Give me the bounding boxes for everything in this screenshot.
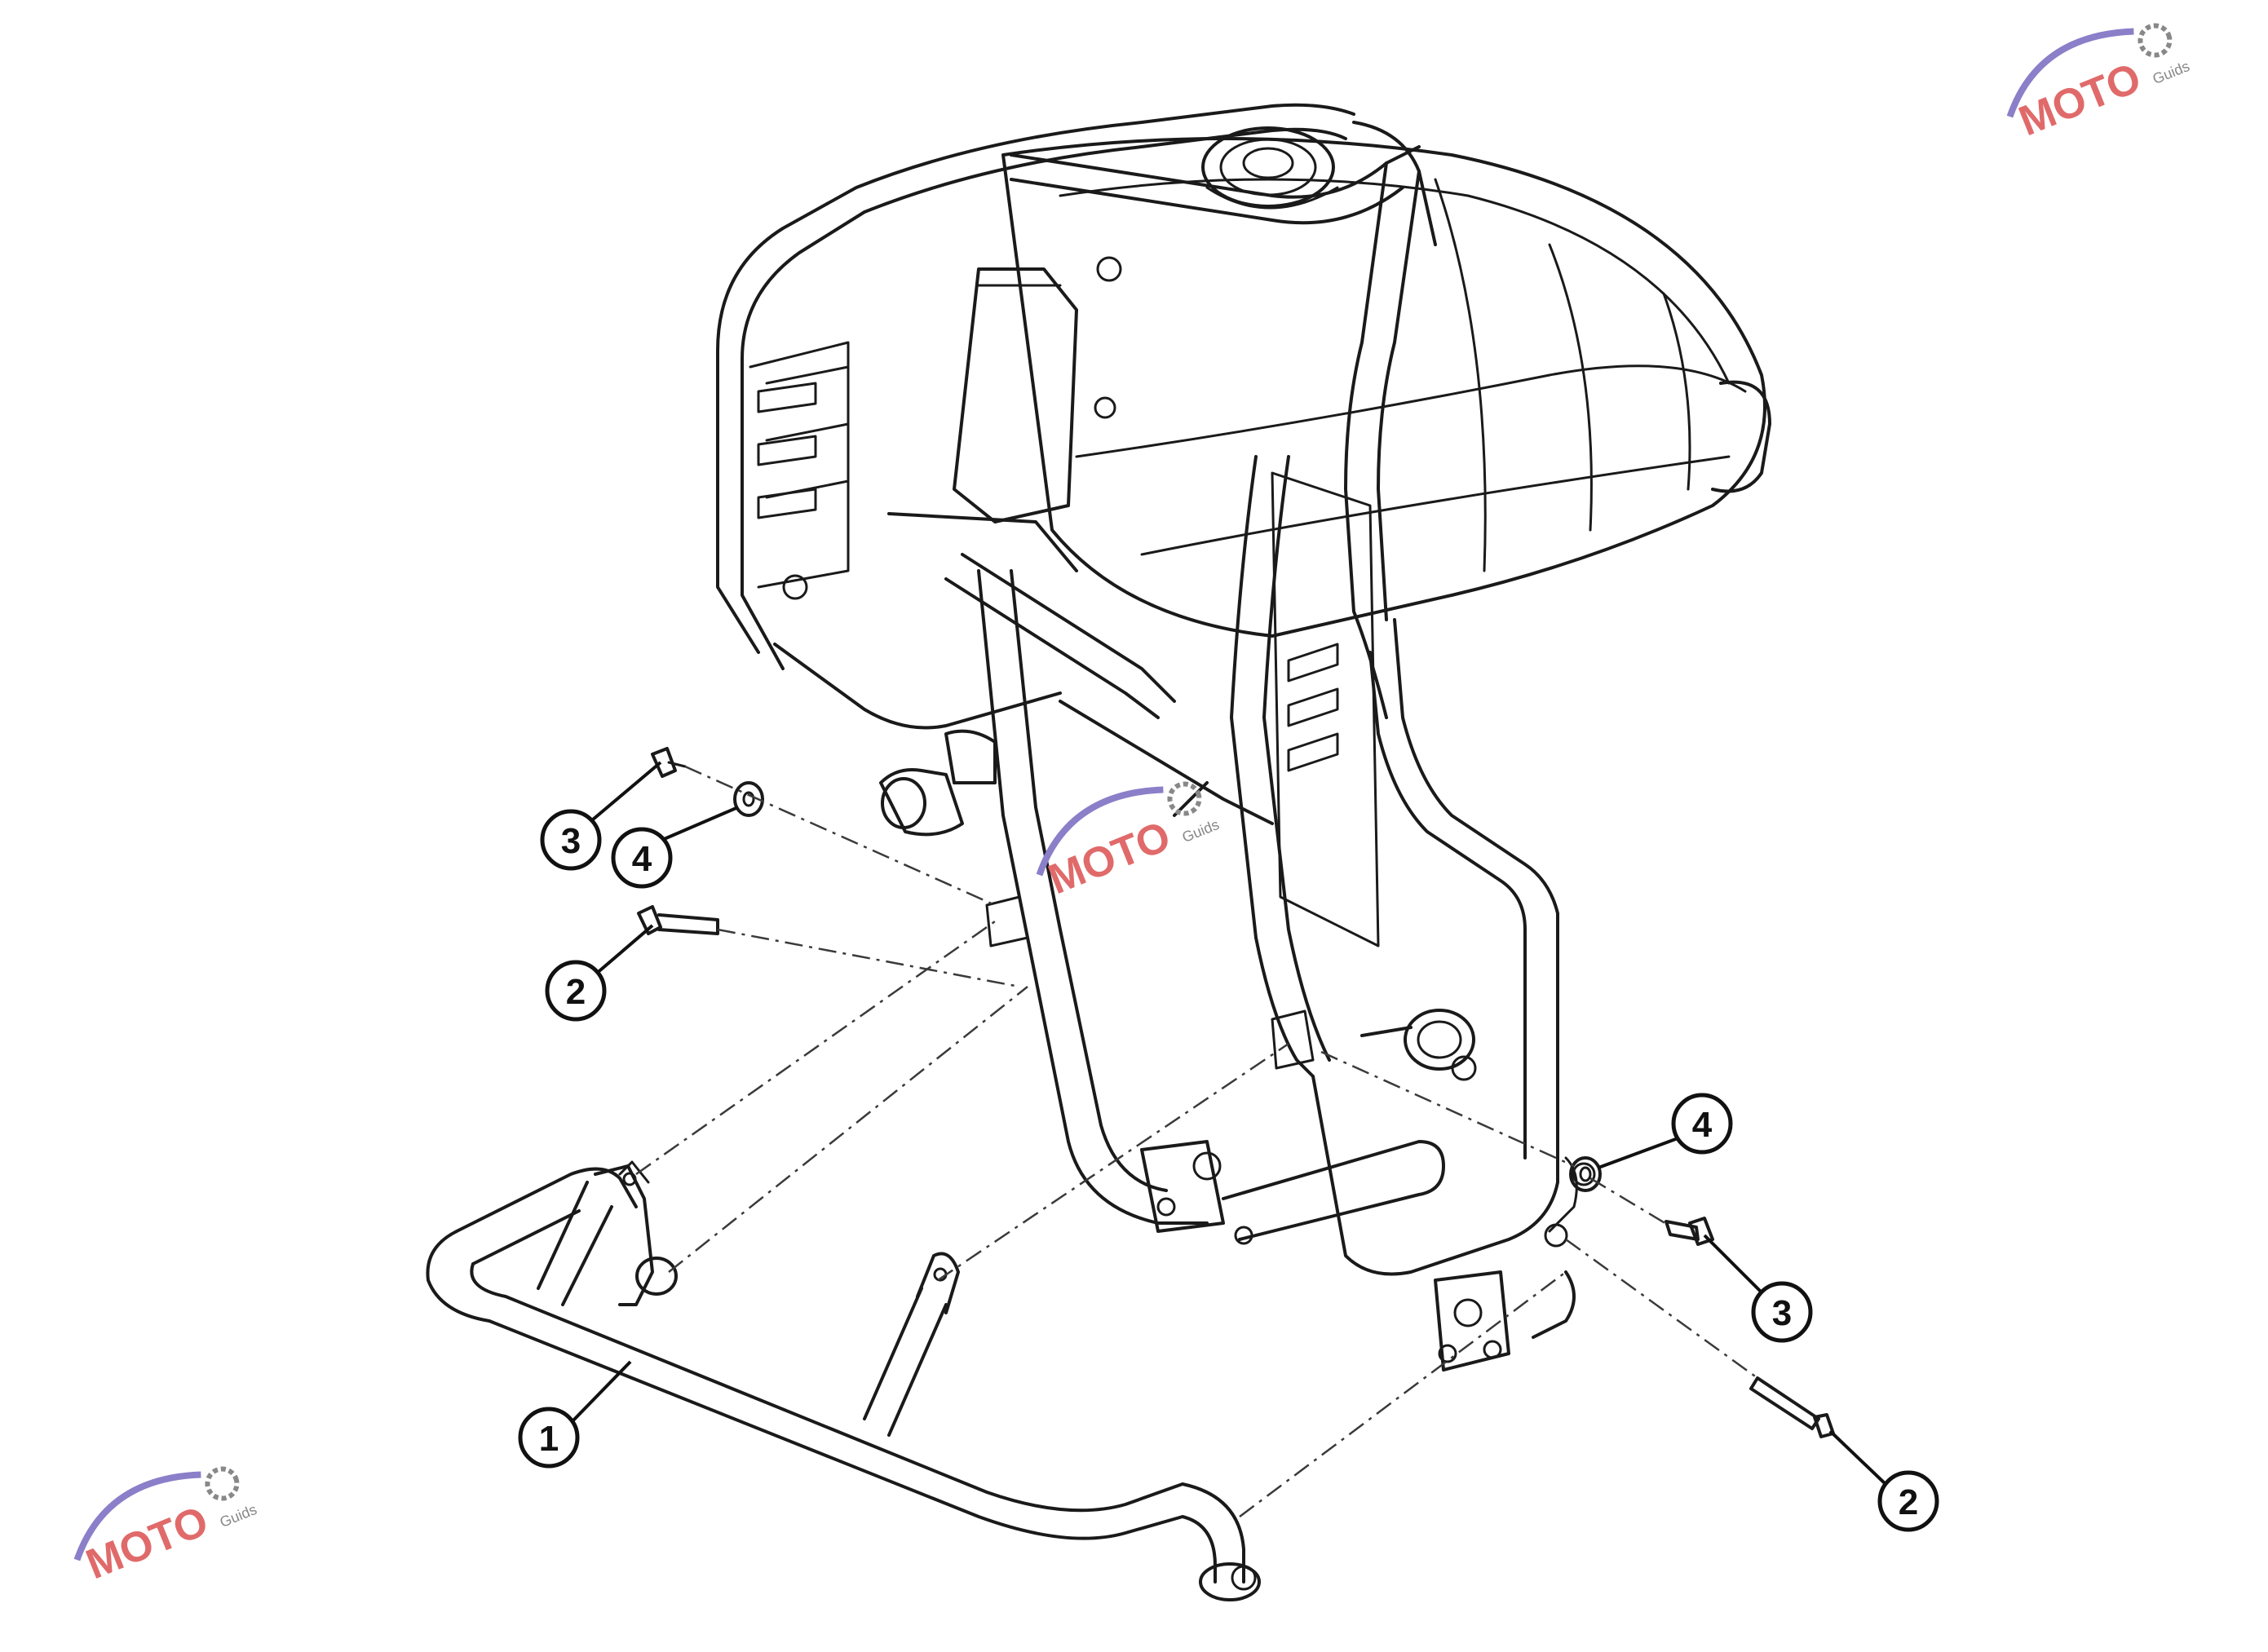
watermark-sub: Guids (1180, 816, 1222, 846)
callout-4-right: 4 (1598, 1093, 1733, 1169)
assembly-guide-lines (635, 765, 1758, 1517)
callout-label: 2 (566, 972, 586, 1012)
upper-frame-cage (716, 103, 1437, 1225)
callout-4-left: 4 (611, 806, 739, 889)
watermark-brand: MOTO (2013, 54, 2147, 145)
watermark-bottom-left: MOTO Guids (73, 1466, 259, 1588)
callout-label: 4 (1692, 1105, 1713, 1145)
callout-label: 4 (632, 839, 652, 879)
callout-2-right: 2 (1828, 1429, 1939, 1532)
callout-label: 3 (1772, 1293, 1792, 1333)
watermark-sub: Guids (2151, 58, 2192, 87)
washer-left (733, 781, 764, 817)
callout-3-left: 3 (540, 761, 662, 871)
hardware-left (637, 747, 764, 935)
callout-label: 1 (539, 1419, 559, 1459)
callout-3-right: 3 (1703, 1234, 1813, 1343)
watermark-sub: Guids (218, 1501, 259, 1531)
short-bolt-left (651, 747, 677, 778)
washer-right (1569, 1156, 1602, 1192)
callout-label: 3 (561, 821, 581, 861)
long-bolt-left (637, 905, 662, 935)
callout-1: 1 (518, 1360, 632, 1469)
watermark-center: MOTO Guids (1036, 781, 1222, 903)
crash-bar (426, 1160, 1261, 1601)
lower-frame-rails (985, 618, 1596, 1372)
short-bolt-right (1665, 1220, 1700, 1241)
callout-2-left: 2 (545, 924, 654, 1022)
watermark-top-right: MOTO Guids (2006, 23, 2192, 145)
watermark-brand: MOTO (1042, 812, 1177, 903)
watermark-brand: MOTO (80, 1497, 214, 1588)
long-bolt-right (1749, 1376, 1820, 1430)
callout-label: 2 (1899, 1482, 1918, 1522)
